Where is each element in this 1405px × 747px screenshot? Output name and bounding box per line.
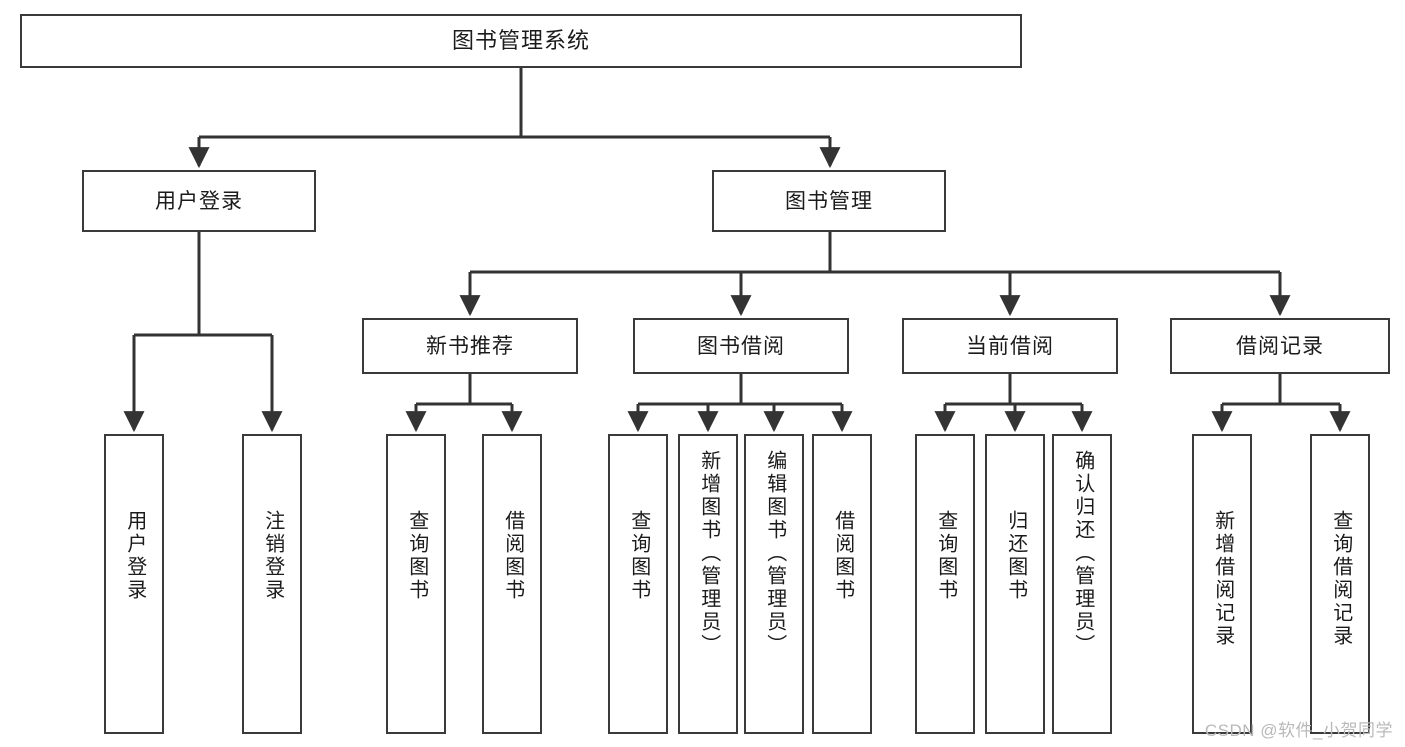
node-label: 注销登录 <box>261 510 284 602</box>
node-label: 查询借阅记录 <box>1329 510 1352 648</box>
node-label: 图书管理系统 <box>451 28 590 53</box>
node-label: 图书借阅 <box>697 334 785 358</box>
node-label: 图书管理 <box>785 189 873 213</box>
node-leaf-add-book[interactable]: 新增图书（管理员） <box>678 434 738 734</box>
node-label: 新增借阅记录 <box>1211 510 1234 648</box>
node-leaf-query-book-2[interactable]: 查询图书 <box>608 434 668 734</box>
node-borrow-record[interactable]: 借阅记录 <box>1170 318 1390 374</box>
node-leaf-return-book[interactable]: 归还图书 <box>985 434 1045 734</box>
node-label: 用户登录 <box>123 510 146 602</box>
node-label: 用户登录 <box>155 189 243 213</box>
node-leaf-user-login[interactable]: 用户登录 <box>104 434 164 734</box>
node-label: 编辑图书（管理员） <box>763 450 786 657</box>
watermark-label: CSDN @软件_小贺同学 <box>1204 721 1393 740</box>
node-label: 借阅图书 <box>831 510 854 602</box>
node-user-login[interactable]: 用户登录 <box>82 170 316 232</box>
node-root-system[interactable]: 图书管理系统 <box>20 14 1022 68</box>
node-book-manage[interactable]: 图书管理 <box>712 170 946 232</box>
node-leaf-confirm-return[interactable]: 确认归还（管理员） <box>1052 434 1112 734</box>
node-leaf-borrow-book-2[interactable]: 借阅图书 <box>812 434 872 734</box>
node-leaf-logout[interactable]: 注销登录 <box>242 434 302 734</box>
node-leaf-borrow-book-1[interactable]: 借阅图书 <box>482 434 542 734</box>
node-label: 借阅图书 <box>501 510 524 602</box>
node-leaf-query-book-1[interactable]: 查询图书 <box>386 434 446 734</box>
node-book-borrow[interactable]: 图书借阅 <box>633 318 849 374</box>
node-new-book-rec[interactable]: 新书推荐 <box>362 318 578 374</box>
node-label: 新增图书（管理员） <box>697 450 720 657</box>
node-label: 查询图书 <box>934 510 957 602</box>
node-leaf-edit-book[interactable]: 编辑图书（管理员） <box>744 434 804 734</box>
node-label: 借阅记录 <box>1236 334 1324 358</box>
node-label: 当前借阅 <box>966 334 1054 358</box>
node-leaf-query-record[interactable]: 查询借阅记录 <box>1310 434 1370 734</box>
node-label: 新书推荐 <box>426 334 514 358</box>
node-leaf-add-record[interactable]: 新增借阅记录 <box>1192 434 1252 734</box>
node-current-borrow[interactable]: 当前借阅 <box>902 318 1118 374</box>
node-label: 查询图书 <box>405 510 428 602</box>
node-label: 查询图书 <box>627 510 650 602</box>
node-label: 确认归还（管理员） <box>1071 450 1094 657</box>
node-label: 归还图书 <box>1004 510 1027 602</box>
node-leaf-query-book-3[interactable]: 查询图书 <box>915 434 975 734</box>
